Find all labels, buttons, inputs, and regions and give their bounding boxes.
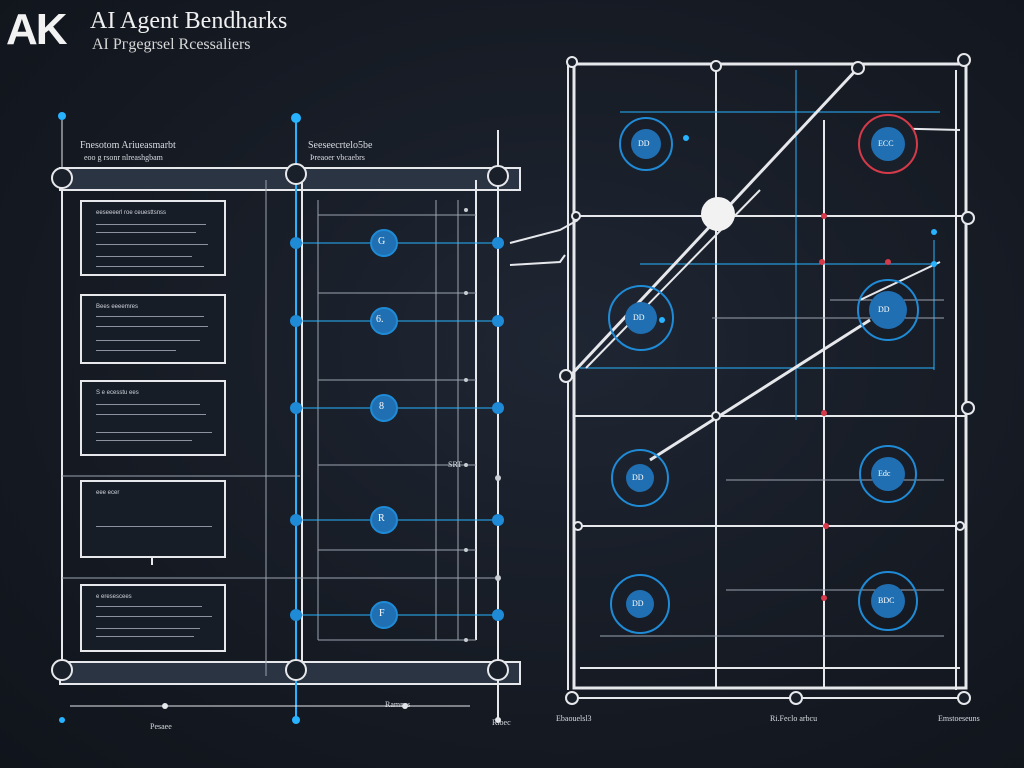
network-footer-right: Emstoeseuns xyxy=(938,714,980,723)
network-frame xyxy=(572,62,968,690)
stage-node-label-5: F xyxy=(379,608,385,619)
stage-node-label-1: G xyxy=(378,236,386,247)
stage-node-label-2: 6. xyxy=(376,314,384,325)
network-node-ring-7 xyxy=(858,571,918,631)
right-subheading: Þreaoer vbcaebrs xyxy=(310,153,365,162)
page-title: AI Agent Bendharks xyxy=(90,8,288,34)
network-node-label-7: BDC xyxy=(878,596,895,605)
stage-node-label-4: R xyxy=(378,513,385,524)
logo: AK xyxy=(6,5,68,54)
footer-right-label: Rloec xyxy=(492,718,511,727)
stage-node-1 xyxy=(370,229,398,257)
network-node-label-alert: ECC xyxy=(878,139,894,148)
right-heading: Seeseecrtelo5be xyxy=(308,140,373,151)
network-node-label-6: DD xyxy=(632,599,644,608)
stage-node-4 xyxy=(370,506,398,534)
network-node-ring-4 xyxy=(611,449,669,507)
page-subtitle: AI Ргgegrsel Rcessaliers xyxy=(92,36,251,53)
panel-header: eeseeeerl roe ceuesttsnss xyxy=(96,210,167,216)
stage-node-3 xyxy=(370,394,398,422)
panel-header: eee ecer xyxy=(96,490,120,496)
stage-node-2 xyxy=(370,307,398,335)
network-footer-center: Ri.Feclo arbcu xyxy=(770,714,818,723)
stage-node-label-3: 8 xyxy=(379,401,384,412)
network-node-label-2: DD xyxy=(633,313,645,322)
network-node-label-4: DD xyxy=(632,473,644,482)
network-node-label-3: DD xyxy=(878,305,890,314)
panel-header: Bees eeeemres xyxy=(96,304,139,310)
footer-left-label: Pesaee xyxy=(150,722,172,731)
side-label: SRT xyxy=(448,460,463,469)
network-node-ring-2 xyxy=(608,285,674,351)
stage-panel-4[interactable]: eee ecer xyxy=(80,480,226,558)
left-heading: Fnesotom Ariueasmarbt xyxy=(80,140,176,151)
panel-header: e eresescees xyxy=(96,594,132,600)
network-node-ring-6 xyxy=(610,574,670,634)
stage-panel-1[interactable]: eeseeeerl roe ceuesttsnss xyxy=(80,200,226,276)
stage-panel-5[interactable]: e eresescees xyxy=(80,584,226,652)
network-node-ring-3 xyxy=(857,279,919,341)
network-node-ring-1 xyxy=(619,117,673,171)
stage-panel-3[interactable]: S e ecesstu ees xyxy=(80,380,226,456)
stage-node-5 xyxy=(370,601,398,629)
footer-center-label: Ramnss xyxy=(385,700,411,709)
network-footer-left: Ebaouelsl3 xyxy=(556,714,592,723)
network-node-ring-5 xyxy=(859,445,917,503)
network-node-label-5: Edc xyxy=(878,469,891,478)
panel-header: S e ecesstu ees xyxy=(96,390,139,396)
left-subheading: eoo g rsonr nlreashgbam xyxy=(84,153,163,162)
stage-panel-2[interactable]: Bees eeeemres xyxy=(80,294,226,364)
central-hub xyxy=(701,197,735,231)
network-node-label-1: DD xyxy=(638,139,650,148)
